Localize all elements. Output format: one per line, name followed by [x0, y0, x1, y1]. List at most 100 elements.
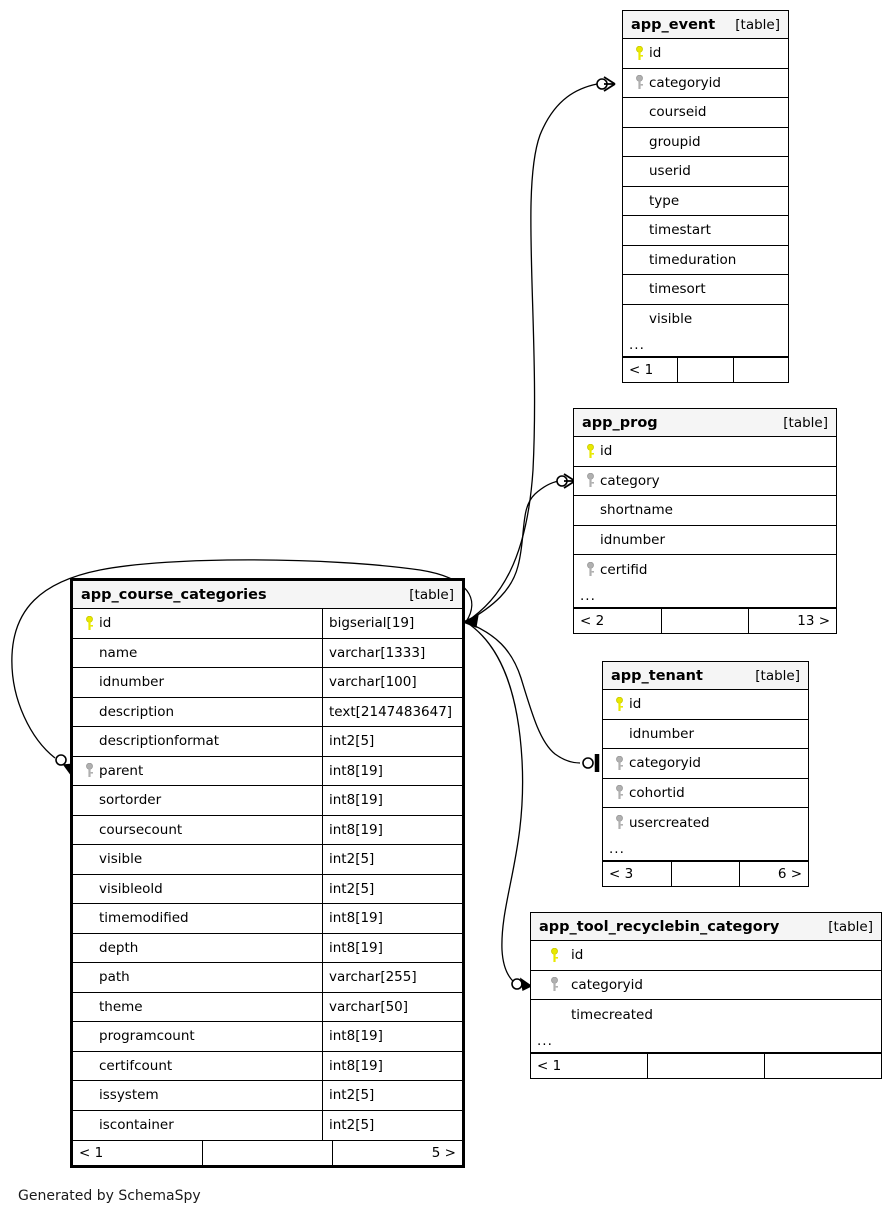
column-label: depth — [99, 939, 139, 956]
footer-parents-count[interactable]: < 1 — [79, 1145, 104, 1161]
column-row[interactable]: path varchar[255] — [73, 963, 462, 993]
column-type-cell: int8[19] — [322, 756, 462, 785]
column-label: usercreated — [629, 814, 710, 831]
column-label: name — [99, 644, 138, 661]
column-row[interactable]: usercreated — [603, 808, 808, 838]
footer-children-count[interactable] — [732, 358, 788, 382]
footer-parents-count[interactable]: < 1 — [537, 1057, 562, 1074]
column-label: visible — [649, 311, 693, 328]
table-app-tenant[interactable]: app_tenant [table] id idnumber — [602, 661, 809, 887]
footer-parents-count[interactable]: < 1 — [629, 362, 654, 378]
more-columns-indicator: ... — [623, 334, 788, 357]
column-row[interactable]: timesort — [623, 275, 788, 305]
table-type-tag: [table] — [409, 586, 454, 603]
footer-middle — [660, 608, 749, 633]
generated-by-caption: Generated by SchemaSpy — [18, 1188, 201, 1204]
table-header: app_prog [table] — [574, 409, 836, 437]
table-title: app_prog — [582, 414, 658, 431]
column-row[interactable]: sortorder int8[19] — [73, 786, 462, 816]
column-row[interactable]: idnumber — [603, 720, 808, 749]
primary-key-icon — [81, 615, 97, 631]
column-label: id — [649, 45, 662, 62]
footer-parents-count[interactable]: < 3 — [609, 865, 634, 882]
column-row[interactable]: timestart — [623, 216, 788, 246]
column-type-cell: varchar[255] — [322, 963, 462, 992]
column-name-cell: type — [623, 187, 788, 216]
column-label: categoryid — [571, 976, 643, 993]
column-row[interactable]: type — [623, 187, 788, 216]
column-row[interactable]: name varchar[1333] — [73, 638, 462, 668]
column-label: idnumber — [629, 725, 695, 742]
cardinality-zero-marker — [596, 78, 608, 90]
column-row[interactable]: idnumber varchar[100] — [73, 668, 462, 698]
column-row[interactable]: categoryid — [531, 971, 881, 1000]
table-app-prog[interactable]: app_prog [table] id category — [573, 408, 837, 634]
table-type-tag: [table] — [783, 414, 828, 431]
table-columns: id categoryid courseid — [623, 39, 788, 334]
column-row[interactable]: id — [603, 690, 808, 720]
column-row[interactable]: timecreated — [531, 1000, 881, 1030]
column-label: idnumber — [600, 531, 666, 548]
column-label: cohortid — [629, 784, 685, 801]
column-row[interactable]: iscontainer int2[5] — [73, 1110, 462, 1140]
primary-key-icon — [539, 947, 569, 963]
table-type-tag: [table] — [755, 667, 800, 684]
column-row[interactable]: depth int8[19] — [73, 933, 462, 963]
footer-middle — [647, 1053, 764, 1078]
column-name-cell: userid — [623, 157, 788, 186]
column-row[interactable]: issystem int2[5] — [73, 1081, 462, 1111]
column-row[interactable]: visible — [623, 305, 788, 335]
cardinality-zero-marker — [511, 978, 523, 990]
column-row[interactable]: programcount int8[19] — [73, 1022, 462, 1052]
column-row[interactable]: shortname — [574, 496, 836, 526]
column-name-cell: visible — [73, 845, 322, 874]
column-label: description — [99, 703, 175, 720]
column-row[interactable]: certifcount int8[19] — [73, 1051, 462, 1081]
column-row[interactable]: id bigserial[19] — [73, 609, 462, 639]
column-name-cell: categoryid — [603, 749, 808, 778]
table-app-event[interactable]: app_event [table] id categoryid — [622, 10, 789, 383]
column-row[interactable]: visible int2[5] — [73, 845, 462, 875]
footer-children-count[interactable] — [764, 1053, 881, 1078]
column-name-cell: path — [73, 963, 322, 992]
footer-children-count[interactable]: 6 > — [739, 861, 808, 886]
column-row[interactable]: categoryid — [623, 69, 788, 98]
table-columns: id idnumber categoryid — [603, 690, 808, 838]
column-row[interactable]: timemodified int8[19] — [73, 904, 462, 934]
column-row[interactable]: id — [531, 941, 881, 971]
footer-children-count[interactable]: 5 > — [332, 1141, 462, 1165]
column-row[interactable]: parent int8[19] — [73, 756, 462, 786]
footer-middle — [670, 861, 740, 886]
column-row[interactable]: courseid — [623, 98, 788, 128]
footer-children-count[interactable]: 13 > — [748, 608, 836, 633]
table-app-course-categories[interactable]: app_course_categories [table] id bigseri… — [70, 578, 465, 1168]
column-label: issystem — [99, 1087, 159, 1104]
column-row[interactable]: id — [623, 39, 788, 69]
column-name-cell: issystem — [73, 1081, 322, 1110]
column-row[interactable]: timeduration — [623, 246, 788, 275]
cardinality-zero-marker — [556, 475, 568, 487]
column-row[interactable]: category — [574, 467, 836, 496]
column-row[interactable]: id — [574, 437, 836, 467]
footer-parents-count[interactable]: < 2 — [580, 612, 605, 629]
table-app-tool-recyclebin-category[interactable]: app_tool_recyclebin_category [table] id … — [530, 912, 882, 1079]
more-columns-indicator: ... — [574, 585, 836, 608]
column-row[interactable]: coursecount int8[19] — [73, 815, 462, 845]
column-row[interactable]: certifid — [574, 555, 836, 585]
column-label: categoryid — [629, 755, 701, 772]
column-row[interactable]: descriptionformat int2[5] — [73, 727, 462, 757]
column-label: userid — [649, 163, 691, 180]
column-row[interactable]: theme varchar[50] — [73, 992, 462, 1022]
column-type-cell: varchar[100] — [322, 668, 462, 697]
column-name-cell: certifcount — [73, 1052, 322, 1081]
column-row[interactable]: groupid — [623, 128, 788, 157]
column-name-cell: sortorder — [73, 786, 322, 815]
more-columns-indicator: ... — [603, 838, 808, 861]
column-row[interactable]: cohortid — [603, 779, 808, 808]
column-row[interactable]: idnumber — [574, 526, 836, 555]
column-row[interactable]: description text[2147483647] — [73, 697, 462, 727]
edge-to-app-prog — [465, 480, 560, 623]
column-row[interactable]: categoryid — [603, 749, 808, 779]
column-row[interactable]: userid — [623, 157, 788, 187]
column-row[interactable]: visibleold int2[5] — [73, 874, 462, 904]
